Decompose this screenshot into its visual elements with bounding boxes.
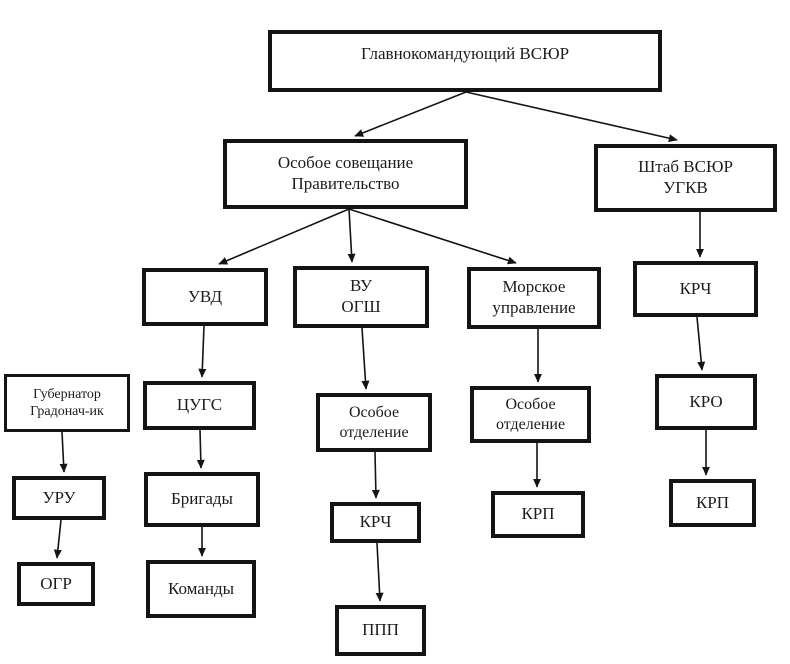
node-uru: УРУ <box>12 476 106 520</box>
node-osoboe-otdelenie-ogsh: Особое отделение <box>316 393 432 452</box>
node-gubernator: Губернатор Градонач-ик <box>4 374 130 432</box>
node-cugs: ЦУГС <box>143 381 256 430</box>
node-brigady: Бригады <box>144 472 260 527</box>
node-krch-ogsh: КРЧ <box>330 502 421 543</box>
edge-uru-ogr <box>53 519 62 559</box>
edge-gubernator-uru <box>59 431 68 473</box>
edge-osoboe-otd-krch <box>371 451 380 499</box>
node-krp-kro: КРП <box>669 479 756 527</box>
edge-uvd-cugs <box>198 325 207 378</box>
edge-osoboe-vu-ogsh <box>347 208 356 263</box>
node-krch-shtab: КРЧ <box>633 261 758 317</box>
node-morskoe-upravlenie: Морское управление <box>467 267 601 329</box>
edge-glavkom-shtab <box>465 91 678 143</box>
edge-krch-ppp <box>375 542 384 602</box>
edge-osoboe-uvd <box>218 208 350 265</box>
node-vu-ogsh: ВУ ОГШ <box>293 266 429 328</box>
node-glavkom-vsyur: Главнокомандующий ВСЮР <box>268 30 662 92</box>
edge-vu-ogsh-osoboe-otd <box>361 327 370 390</box>
node-krp-morskoe: КРП <box>491 491 585 538</box>
edge-osoboe-morskoe <box>348 208 517 265</box>
node-ogr: ОГР <box>17 562 95 606</box>
node-shtab-vsyur: Штаб ВСЮР УГКВ <box>594 144 777 212</box>
edge-glavkom-osoboe <box>354 91 467 137</box>
node-uvd: УВД <box>142 268 268 326</box>
node-komandy: Команды <box>146 560 256 618</box>
node-osoboe-otdelenie-morskoe: Особое отделение <box>470 386 591 443</box>
node-osoboe-soveshchanie: Особое совещание Правительство <box>223 139 468 209</box>
node-ppp: ППП <box>335 605 426 656</box>
node-kro: КРО <box>655 374 757 430</box>
edge-krch-kro <box>696 316 706 371</box>
edge-cugs-brigady <box>196 429 205 469</box>
